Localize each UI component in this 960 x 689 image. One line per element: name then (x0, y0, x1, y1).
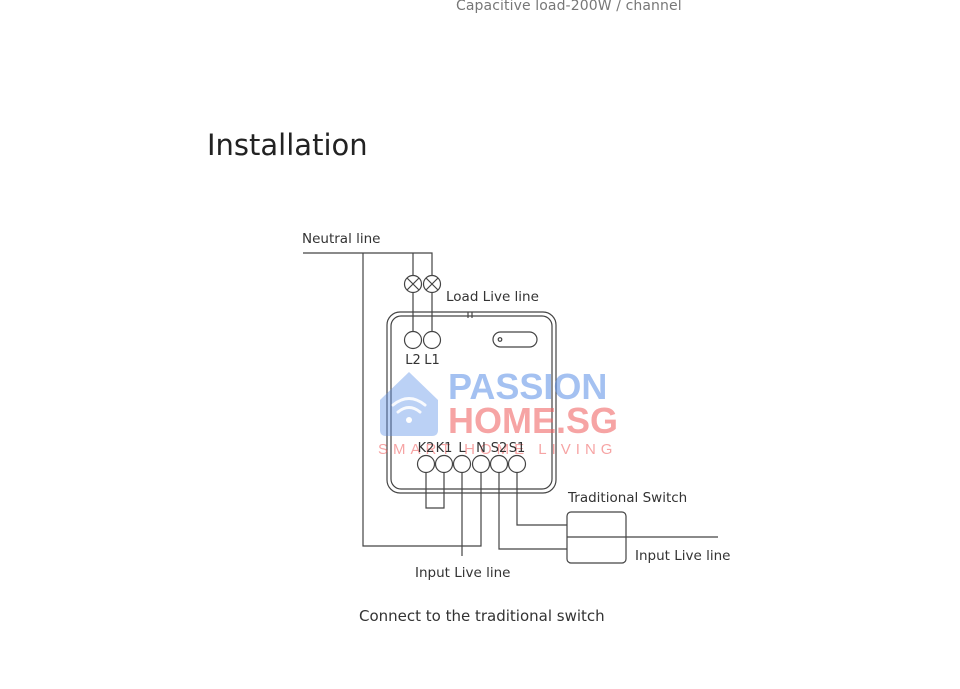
label-input-live-line-right: Input Live line (635, 548, 730, 564)
terminal-label-s2: S2 (491, 441, 508, 456)
s1-wire (516, 472, 567, 526)
module-notch (467, 312, 473, 318)
label-input-live-line-bottom: Input Live line (415, 565, 510, 581)
indicator-led (492, 331, 538, 348)
watermark: PASSION HOME.SG SMART HOME LIVING (378, 366, 618, 458)
lamp-icon-1 (422, 274, 442, 294)
terminal-label-n: N (476, 441, 486, 456)
label-neutral-line: Neutral line (302, 231, 380, 247)
spec-capacitive-load: Capacitive load-200W / channel (456, 0, 682, 14)
terminal-label-l2: L2 (405, 353, 421, 368)
k-bridge-wire (425, 472, 445, 509)
terminal-l (452, 454, 472, 474)
terminal-label-l1: L1 (424, 353, 440, 368)
terminal-k1 (434, 454, 454, 474)
s2-wire (498, 472, 567, 550)
label-traditional-switch: Traditional Switch (567, 490, 687, 506)
neutral-drop (362, 253, 482, 547)
terminal-n (471, 454, 491, 474)
neutral-wire (303, 252, 433, 276)
lamp-icon-2 (403, 274, 423, 294)
page-title: Installation (207, 128, 368, 162)
terminal-label-k1: K1 (436, 441, 453, 456)
watermark-line2: HOME.SG (448, 400, 618, 441)
terminal-s1 (507, 454, 527, 474)
watermark-tagline: SMART HOME LIVING (378, 441, 617, 458)
terminal-s2 (489, 454, 509, 474)
house-wifi-icon (380, 372, 438, 436)
watermark-line1: PASSION (448, 366, 607, 407)
terminal-label-l: L (458, 441, 466, 456)
terminal-k2 (416, 454, 436, 474)
terminal-l2 (403, 330, 423, 350)
diagram-caption: Connect to the traditional switch (359, 607, 605, 625)
label-load-live-line: Load Live line (446, 289, 539, 305)
terminal-l1 (422, 330, 442, 350)
terminal-label-k2: K2 (418, 441, 435, 456)
terminal-label-s1: S1 (509, 441, 526, 456)
